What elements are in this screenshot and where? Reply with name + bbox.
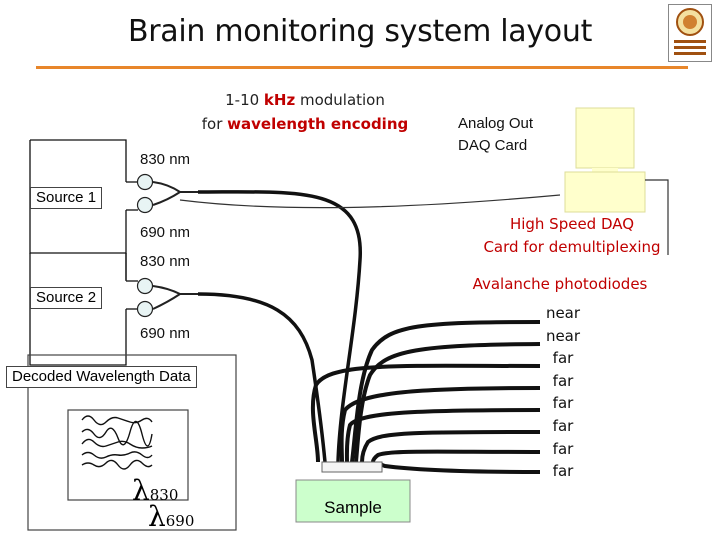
- source1-label: Source 1: [30, 187, 103, 209]
- laser-s2-690: [136, 300, 154, 318]
- modulation-line1: 1-10 kHz modulation: [225, 91, 385, 109]
- sample-label: Sample: [324, 498, 382, 517]
- apd-title: Avalanche photodiodes: [472, 275, 648, 293]
- detector-fibers: [310, 320, 541, 474]
- lambda-690: λ690: [148, 500, 195, 533]
- s1-830-label: 830 nm: [140, 151, 191, 168]
- s2-830-label: 830 nm: [140, 253, 191, 270]
- probe-holder: [321, 461, 383, 473]
- source1-fiber: [197, 190, 362, 463]
- detector-2: near: [545, 326, 581, 345]
- detector-1: near: [545, 304, 581, 322]
- source2-bus: [29, 253, 127, 366]
- analog-daq-label: Analog Out DAQ Card: [458, 115, 534, 154]
- laser-s1-690: [136, 196, 154, 214]
- detector-list: near near far far far far far far: [538, 302, 588, 483]
- sample-block: [295, 479, 411, 523]
- detector-8: far: [552, 462, 574, 481]
- analog-daq-monitor: [575, 107, 635, 169]
- daq-to-sources: [179, 194, 561, 209]
- title-underline: [36, 66, 688, 69]
- s2-690-label: 690 nm: [140, 325, 191, 342]
- daq-link: [645, 179, 669, 255]
- s1-690-label: 690 nm: [140, 224, 191, 241]
- source2-fiber: [197, 292, 327, 463]
- decoded-traces: [81, 415, 153, 470]
- decoded-panel: [27, 354, 237, 531]
- laser-s2-830: [136, 277, 154, 295]
- modulation-line2: for wavelength encoding: [201, 115, 409, 133]
- modulation-caption: 1-10 kHz modulation for wavelength encod…: [180, 88, 430, 136]
- fiber-s1: [152, 181, 198, 206]
- institution-logo: [668, 4, 712, 62]
- decoded-label: Decoded Wavelength Data: [6, 366, 197, 388]
- detector-7: far: [552, 439, 574, 458]
- page-title: Brain monitoring system layout: [127, 14, 593, 49]
- lambda-830: λ830: [132, 474, 179, 507]
- analog-daq-base: [564, 171, 646, 213]
- plot-area: [67, 409, 189, 501]
- analog-daq-neck: [592, 168, 618, 172]
- detector-3: far: [552, 349, 574, 368]
- detector-5: far: [552, 394, 574, 413]
- detector-4: far: [552, 371, 574, 390]
- fiber-s2: [152, 285, 198, 310]
- detector-6: far: [552, 416, 574, 435]
- source2-label: Source 2: [30, 287, 103, 309]
- highspeed-daq-label: High Speed DAQ Card for demultiplexing: [483, 215, 661, 256]
- laser-s1-830: [136, 173, 154, 191]
